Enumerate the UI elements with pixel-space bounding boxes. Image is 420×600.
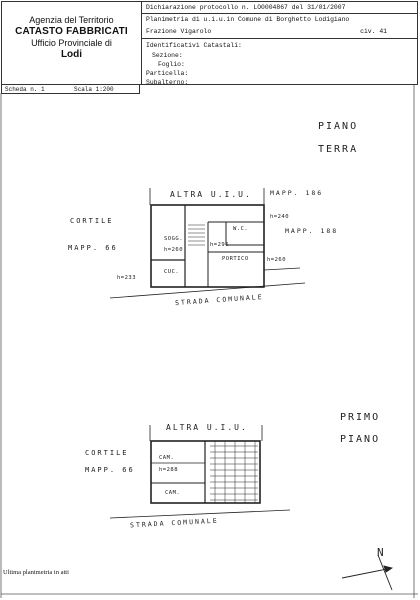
piano-terra-label-2: TERRA [318, 144, 359, 155]
first-floor-plan [109, 425, 291, 519]
particella-label: Particella: [146, 70, 189, 77]
altra-uiu-label-2: ALTRA U.I.U. [166, 423, 248, 432]
foglio-label: Foglio: [158, 61, 185, 68]
h233-label: h=233 [117, 275, 137, 281]
north-arrow-icon [341, 554, 394, 591]
civic-number: civ. 41 [360, 28, 387, 35]
scheda-label: Scheda n. 1 [5, 86, 45, 93]
wc-label: W.C. [233, 226, 249, 232]
ground-floor-plan [109, 188, 306, 299]
h288-label: h=288 [159, 467, 179, 473]
mapp-188-label: MAPP. 188 [285, 227, 339, 235]
subalterno-label: Subalterno: [146, 79, 189, 86]
cuc-label: CUC. [164, 269, 180, 275]
frazione-line: Frazione Vigarolo [146, 28, 212, 35]
h240-label: h=240 [270, 214, 290, 220]
agency-block: Agenzia del Territorio CATASTO FABBRICAT… [2, 2, 142, 84]
scheda-row: Scheda n. 1 Scala 1:200 [1, 85, 140, 94]
sogg-label: SOGG. [164, 236, 184, 242]
mapp-186-label: MAPP. 186 [270, 189, 324, 197]
header-box: Agenzia del Territorio CATASTO FABBRICAT… [1, 1, 418, 86]
primo-piano-label-1: PRIMO [340, 412, 381, 423]
protocol-line: Dichiarazione protocollo n. LO0004867 de… [146, 4, 346, 11]
portico-label: PORTICO [222, 256, 249, 262]
cortile-label-2: CORTILE [85, 449, 129, 457]
mapp-66-label: MAPP. 66 [68, 244, 118, 252]
north-label: N [377, 546, 386, 559]
ufficio-label: Ufficio Provinciale di [31, 38, 112, 48]
cam-label-1: CAM. [159, 455, 175, 461]
agency-name: Agenzia del Territorio [29, 15, 114, 25]
identificativi-label: Identificativi Catastali: [146, 42, 242, 49]
footer-note: Ultima planimetria in atti [3, 569, 69, 576]
h260-a-label: h=260 [164, 247, 184, 253]
mapp-66-label-2: MAPP. 66 [85, 466, 135, 474]
h260-b-label: h=260 [267, 257, 287, 263]
cortile-label: CORTILE [70, 217, 114, 225]
planimetria-line: Planimetria di u.i.u.in Comune di Borghe… [146, 16, 350, 23]
altra-uiu-label: ALTRA U.I.U. [170, 190, 252, 199]
scala-label: Scala 1:200 [74, 86, 114, 93]
cam-label-2: CAM. [165, 490, 181, 496]
declaration-block: Dichiarazione protocollo n. LO0004867 de… [142, 2, 417, 86]
sezione-label: Sezione: [152, 52, 183, 59]
primo-piano-label-2: PIANO [340, 434, 381, 445]
city-name: Lodi [60, 49, 83, 60]
catasto-title: CATASTO FABBRICATI [15, 26, 128, 37]
piano-terra-label-1: PIANO [318, 121, 359, 132]
h296-label: h=296 [210, 242, 230, 248]
